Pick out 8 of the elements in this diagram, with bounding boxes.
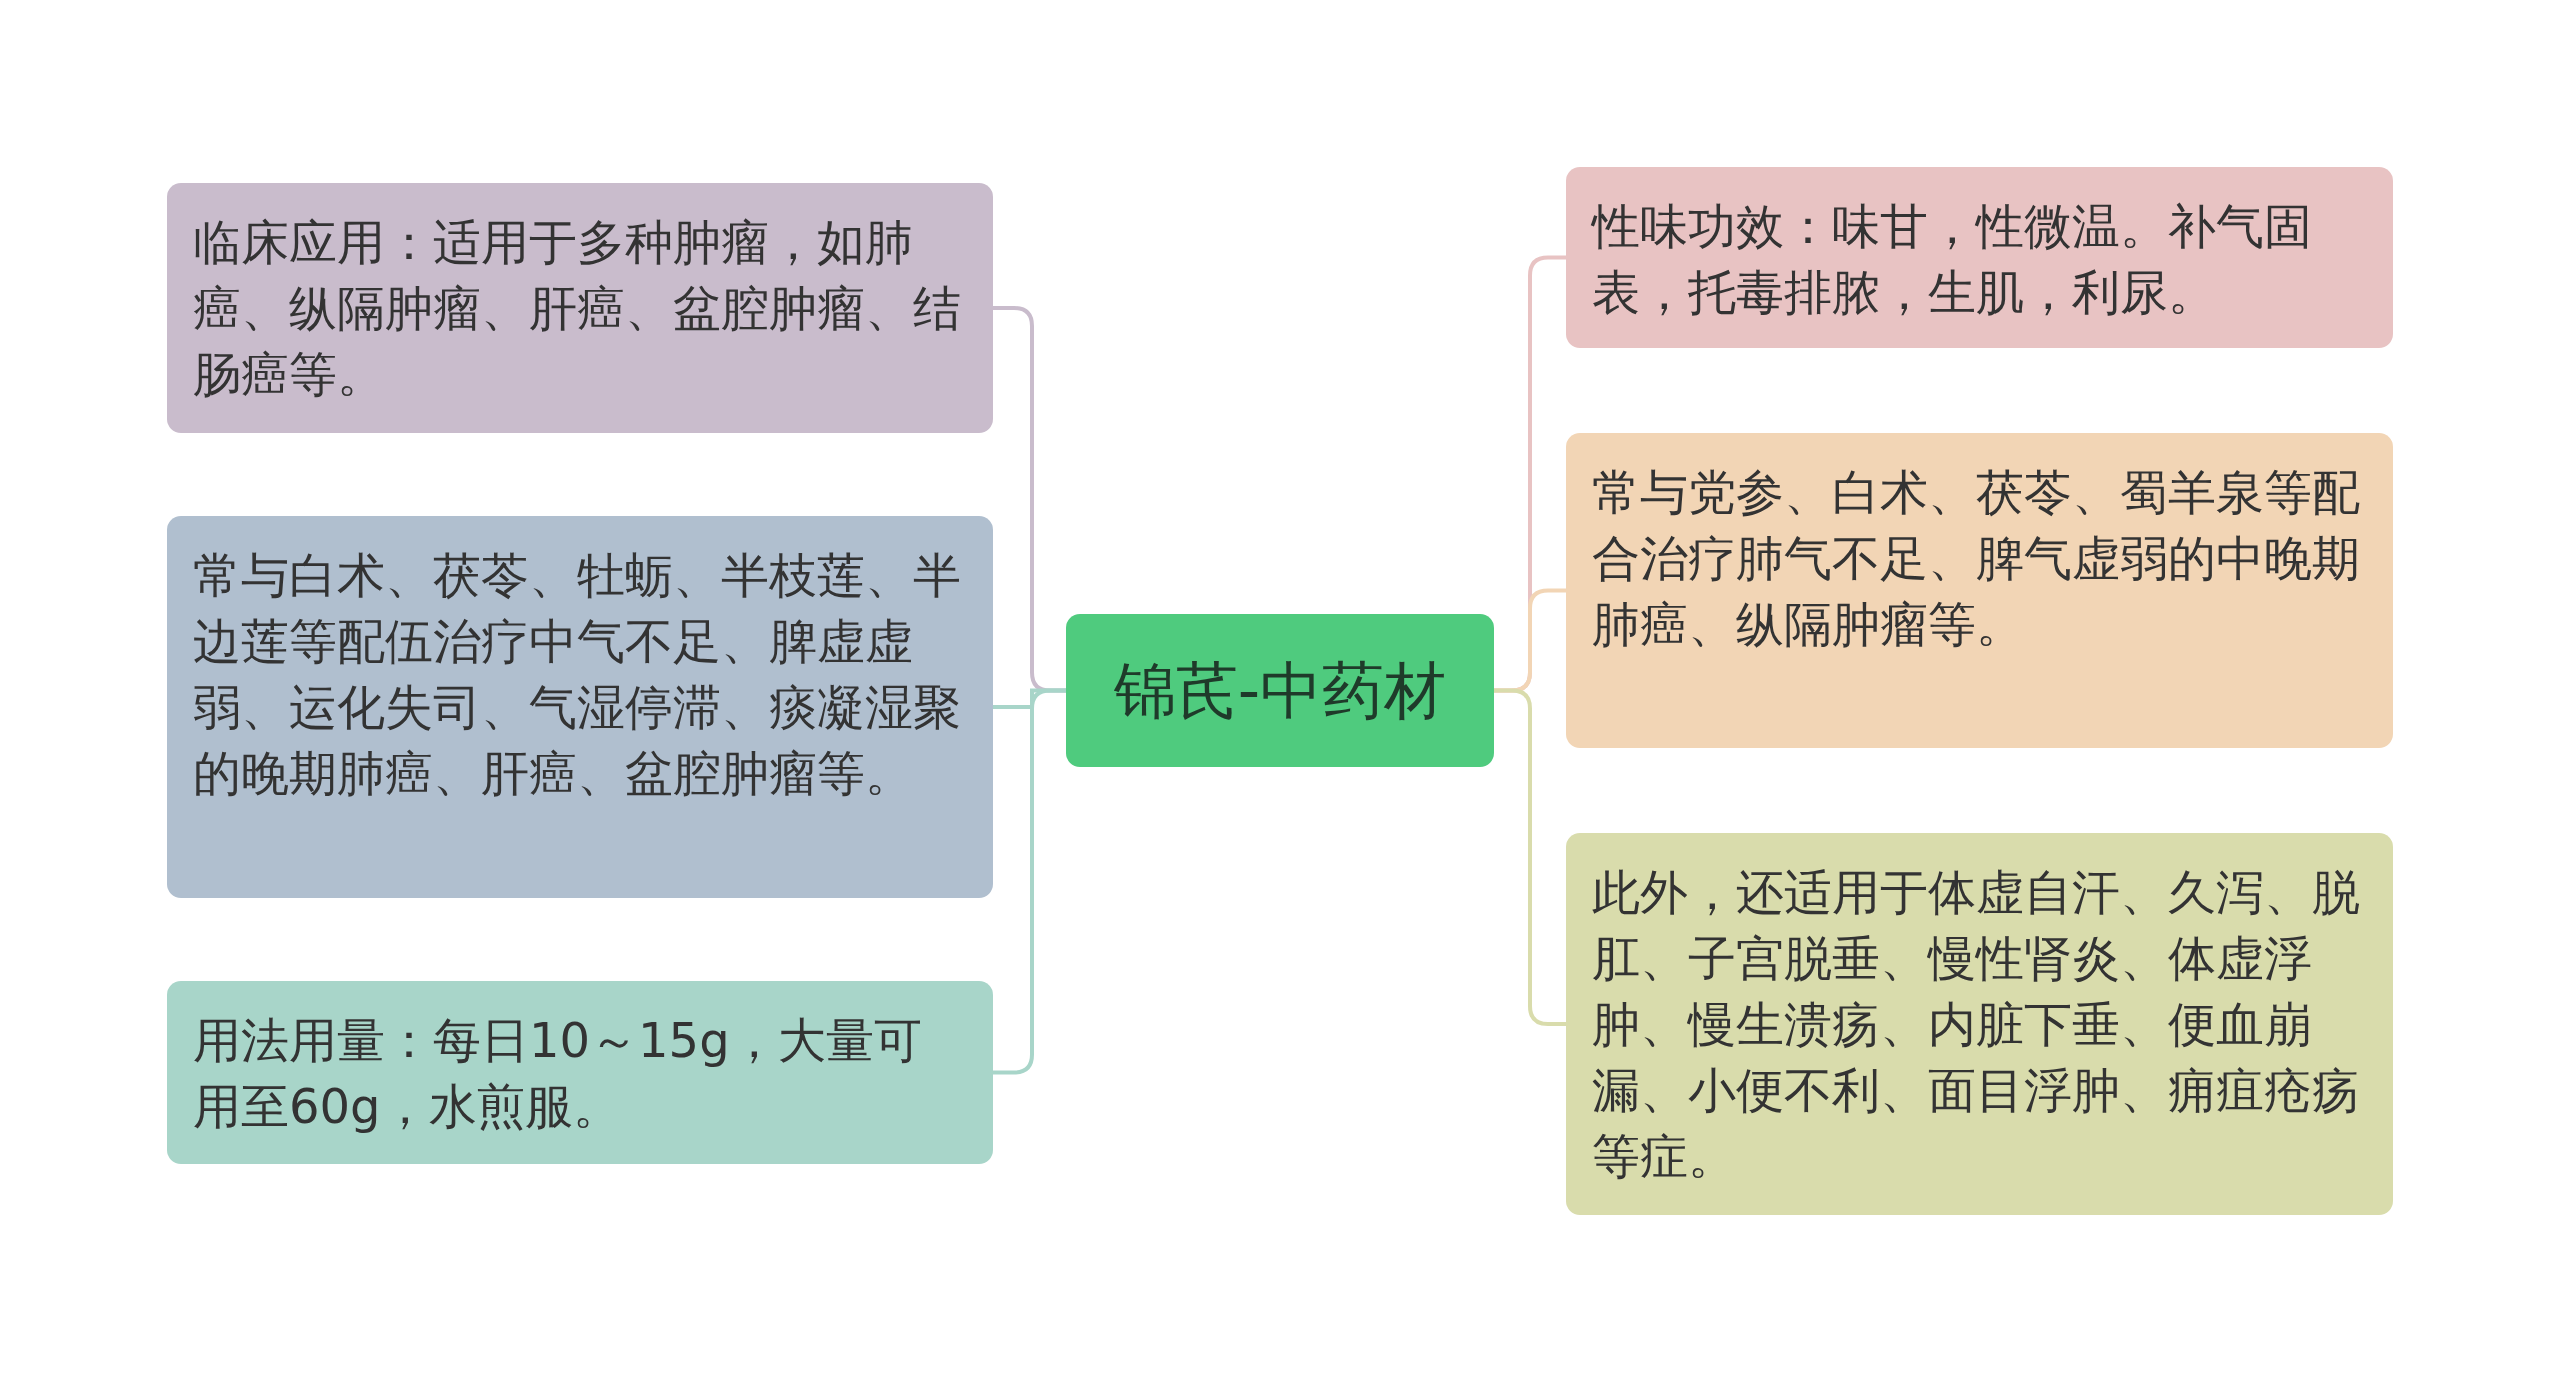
- branch-box: 性味功效：味甘，性微温。补气固表，托毒排脓，生肌，利尿。: [1566, 167, 2393, 348]
- branch-box: 常与党参、白术、茯苓、蜀羊泉等配合治疗肺气不足、脾气虚弱的中晚期肺癌、纵隔肿瘤等。: [1566, 433, 2393, 748]
- branch-box: 常与白术、茯苓、牡蛎、半枝莲、半边莲等配伍治疗中气不足、脾虚虚弱、运化失司、气湿停滞、痰凝湿聚的晚期肺癌、肝癌、盆腔肿瘤等。: [167, 516, 993, 898]
- branch-box: 临床应用：适用于多种肿瘤，如肺癌、纵隔肿瘤、肝癌、盆腔肿瘤、结肠癌等。: [167, 183, 993, 433]
- connector: [993, 688, 1066, 1075]
- topic-box: 锦芪-中药材: [1066, 614, 1494, 767]
- branch-box: 用法用量：每日10～15g，大量可用至60g，水煎服。: [167, 981, 993, 1164]
- branch-box: 此外，还适用于体虚自汗、久泻、脱肛、子宫脱垂、慢性肾炎、体虚浮肿、慢生溃疡、内脏下垂、便血崩漏、小便不利、面目浮肿、痈疽疮疡等症。: [1566, 833, 2393, 1215]
